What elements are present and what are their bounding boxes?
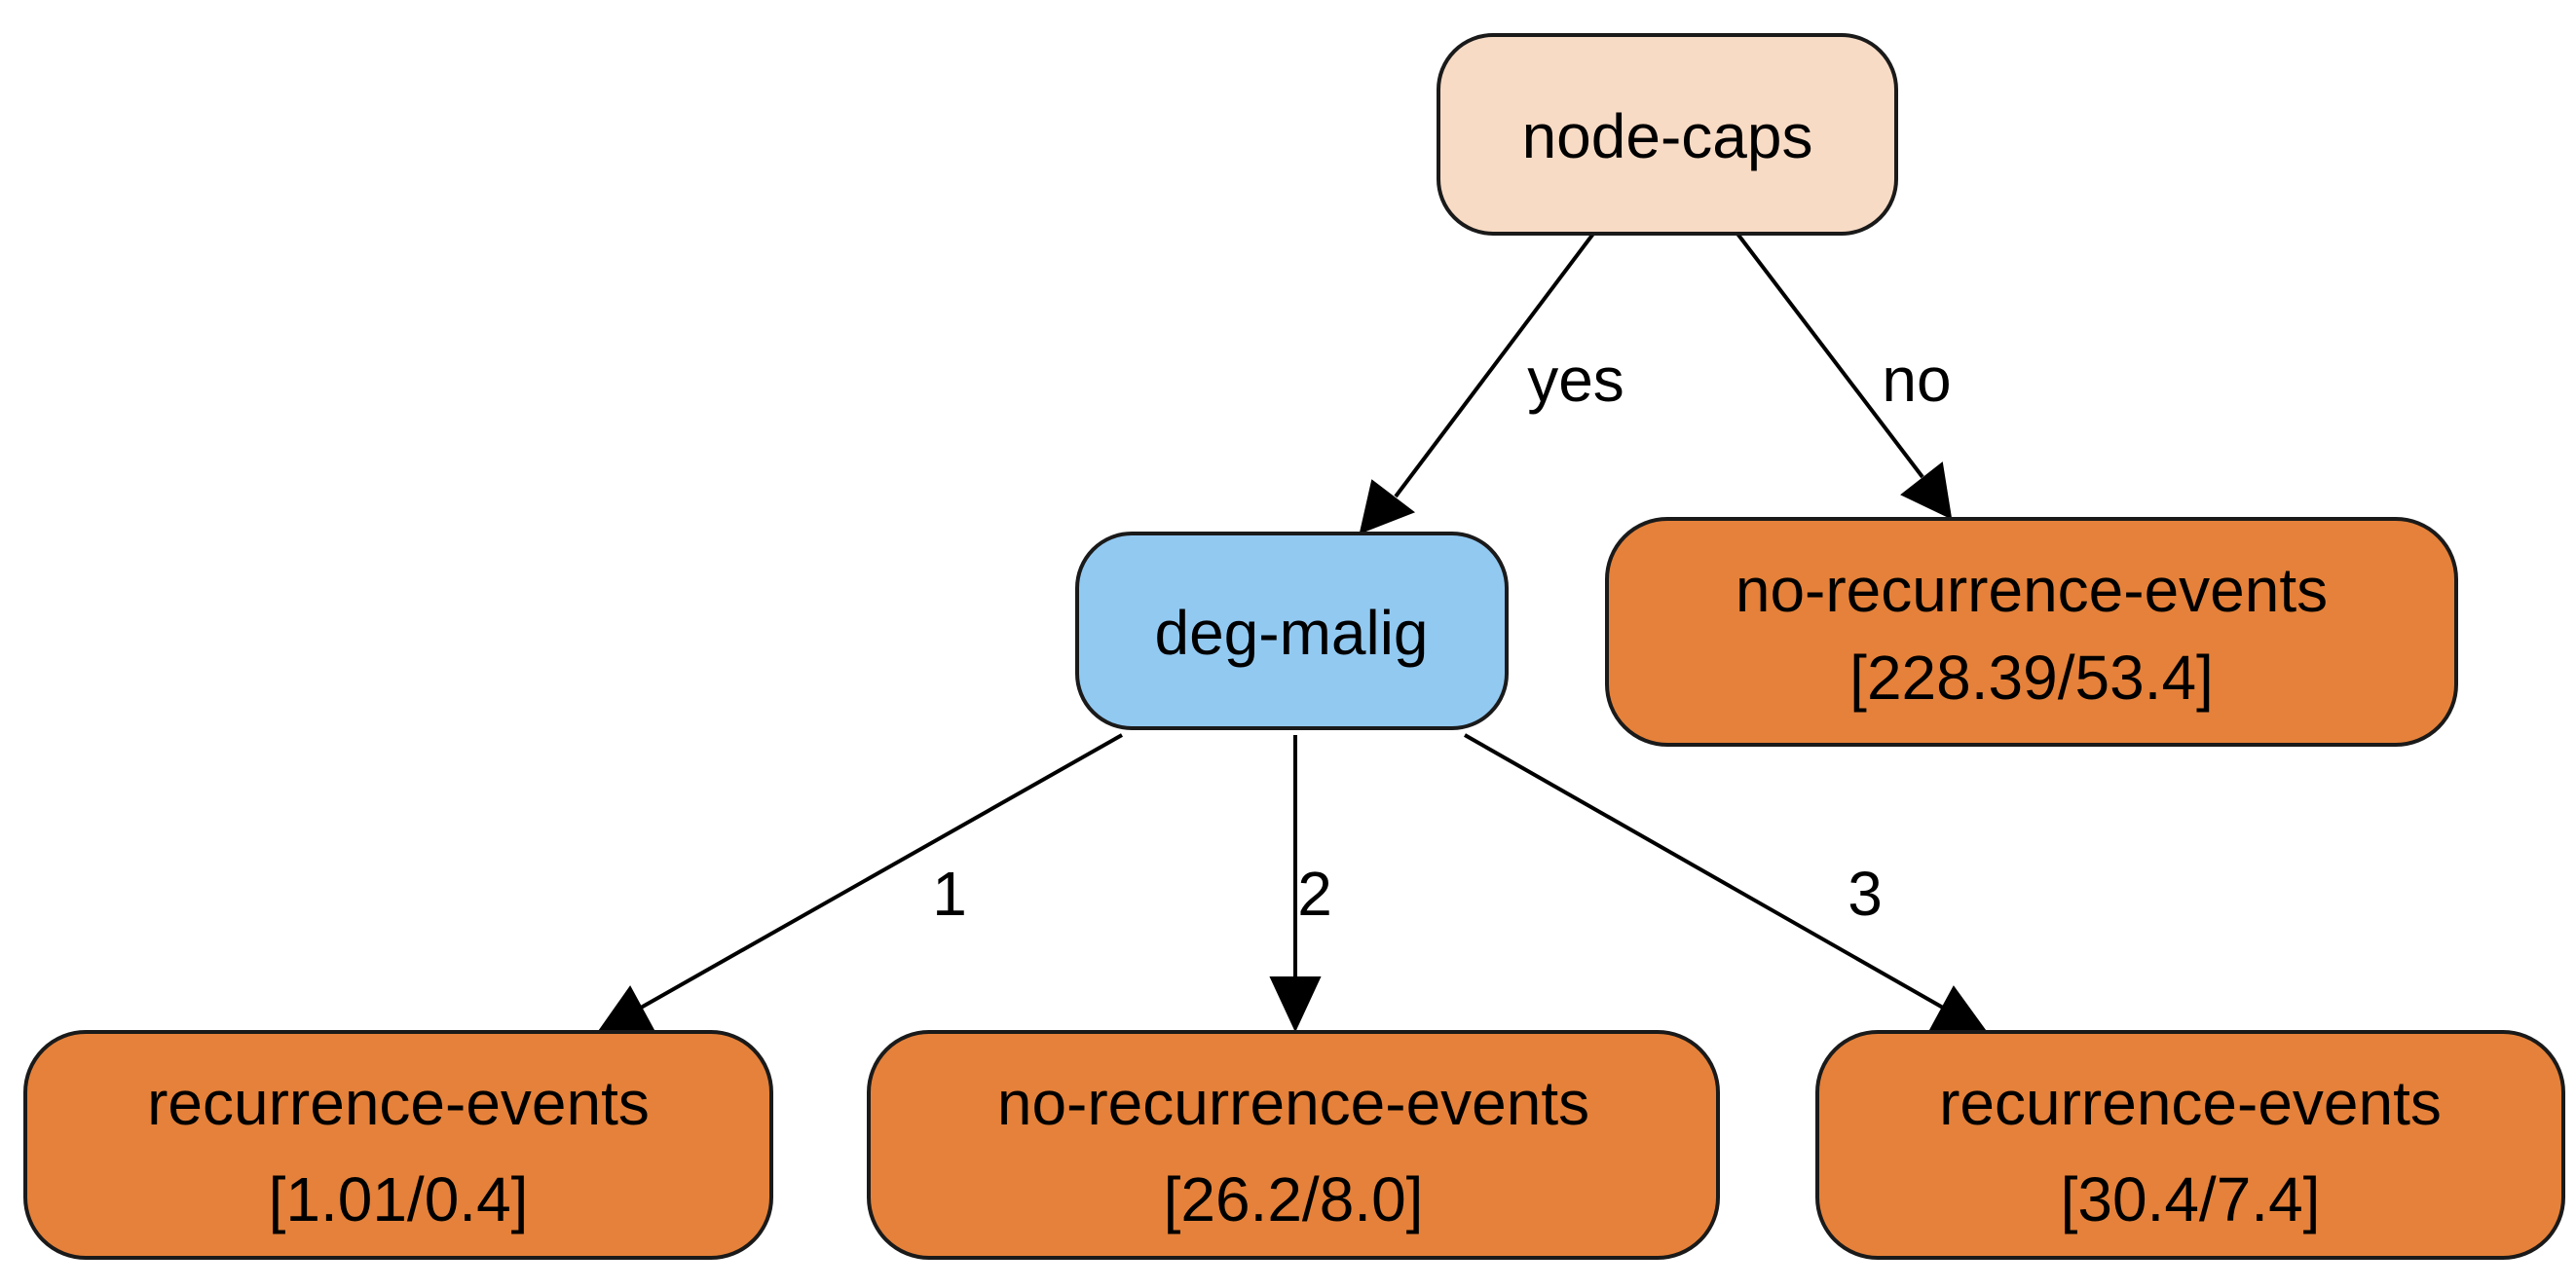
leaf-node-no: no-recurrence-events [228.39/53.4]: [1605, 517, 2458, 747]
leaf-node-1-box: [23, 1030, 773, 1260]
leaf-node-no-class: no-recurrence-events: [1736, 555, 2328, 625]
leaf-node-2: no-recurrence-events [26.2/8.0]: [867, 1030, 1720, 1260]
leaf-node-3: recurrence-events [30.4/7.4]: [1815, 1030, 2565, 1260]
node-root: node-caps: [1437, 33, 1898, 236]
leaf-node-3-class: recurrence-events: [1939, 1068, 2442, 1138]
edge-yes-line: [1394, 232, 1595, 498]
leaf-node-3-stats: [30.4/7.4]: [2061, 1164, 2321, 1234]
edge-label-1: 1: [932, 859, 967, 929]
leaf-node-1: recurrence-events [1.01/0.4]: [23, 1030, 773, 1260]
node-root-label: node-caps: [1522, 101, 1813, 171]
leaf-node-no-box: [1605, 517, 2458, 747]
edge-label-2: 2: [1297, 859, 1332, 929]
edge-1-arrowhead: [596, 985, 656, 1035]
edge-label-3: 3: [1848, 859, 1883, 929]
edge-3-arrowhead: [1927, 985, 1989, 1035]
edge-no-line: [1736, 232, 1924, 479]
node-deg-malig-label: deg-malig: [1154, 598, 1428, 668]
edge-yes-arrowhead: [1359, 479, 1416, 534]
leaf-node-2-class: no-recurrence-events: [997, 1068, 1589, 1138]
edge-3-line: [1464, 733, 1944, 1010]
edge-1: 1: [596, 733, 1123, 1035]
leaf-node-1-class: recurrence-events: [147, 1068, 650, 1138]
node-root-box: [1437, 33, 1898, 236]
edge-3: 3: [1464, 733, 1989, 1035]
edge-2-arrowhead: [1269, 976, 1322, 1033]
leaf-node-3-box: [1815, 1030, 2565, 1260]
node-deg-malig-box: [1075, 532, 1509, 730]
leaf-node-2-stats: [26.2/8.0]: [1164, 1164, 1424, 1234]
edge-no-arrowhead: [1900, 461, 1953, 520]
node-deg-malig: deg-malig: [1075, 532, 1509, 730]
edge-2: 2: [1269, 735, 1332, 1033]
edge-no: no: [1736, 232, 1953, 520]
edge-label-no: no: [1882, 345, 1951, 415]
leaf-node-2-box: [867, 1030, 1720, 1260]
leaf-node-no-stats: [228.39/53.4]: [1849, 643, 2214, 713]
edge-label-yes: yes: [1527, 345, 1624, 415]
edge-yes: yes: [1359, 232, 1624, 534]
leaf-node-1-stats: [1.01/0.4]: [269, 1164, 529, 1234]
edge-1-line: [640, 733, 1123, 1010]
